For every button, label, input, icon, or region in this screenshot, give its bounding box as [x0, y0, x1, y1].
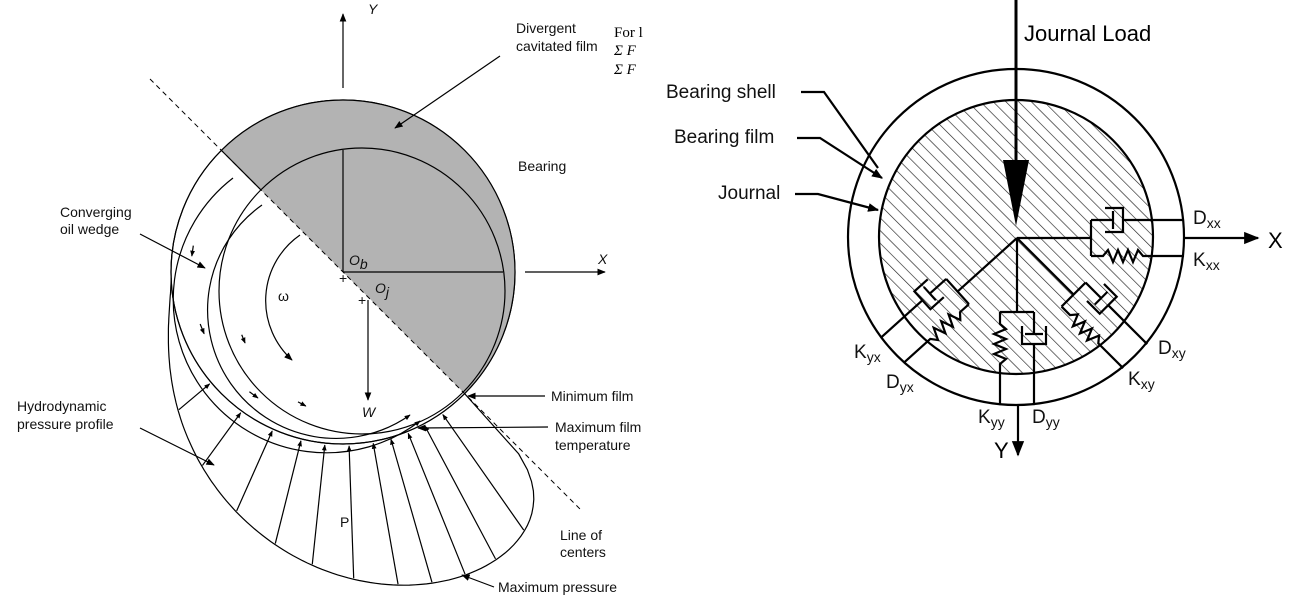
fragment-line-3: Σ F	[613, 62, 637, 78]
xy-spring-damper-damper	[1084, 281, 1148, 345]
journal-hatched	[879, 100, 1153, 374]
converging-pointer	[139, 233, 206, 269]
right-x-label: X	[1268, 228, 1283, 253]
line-centers-label-2: centers	[560, 544, 606, 560]
bearing-shell-label: Bearing shell	[666, 82, 776, 103]
max-temp-label-1: Maximum film	[555, 419, 641, 435]
yx-spring-damper-stem	[956, 237, 1018, 293]
bearing-film-label: Bearing film	[674, 127, 774, 148]
journal-label: Journal	[718, 183, 780, 204]
yx-spring-damper-spring	[903, 303, 970, 364]
flow-arrow	[199, 323, 205, 335]
kyy-label: Kyy	[978, 407, 1005, 430]
max-temp-label-2: temperature	[555, 437, 631, 453]
pressure-arrow	[424, 425, 497, 560]
rotation-arrow	[265, 234, 301, 361]
x-axis-label: X	[597, 251, 608, 267]
flow-direction-arrows	[190, 245, 307, 407]
bearing-film-pointer	[797, 136, 883, 179]
journal-load-label: Journal Load	[1024, 21, 1151, 46]
xy-spring-damper	[1016, 237, 1148, 369]
flow-arrow	[240, 334, 246, 344]
yy-spring-damper-damper	[1020, 312, 1048, 406]
bearing-stiffness-damping-diagram: Journal Load X Y Bearing shell Bearing f…	[666, 0, 1283, 463]
cavitation-boundary	[220, 149, 262, 191]
pressure-arrow	[442, 414, 525, 531]
xy-spring-damper-stem	[1016, 237, 1075, 296]
journal-pointer	[795, 192, 880, 212]
hydrodynamic-bearing-diagram: Y X Divergent cavitated film Bearing Con…	[17, 1, 641, 595]
cropped-text-fragment: For l Σ F Σ F	[613, 25, 643, 78]
pressure-arrow	[201, 412, 242, 466]
dxy-label: Dxy	[1158, 338, 1186, 361]
pressure-arrow	[346, 445, 355, 579]
yx-spring-damper-crossbar	[945, 278, 970, 305]
fragment-line-1: For l	[614, 25, 643, 41]
yx-spring-damper-damper	[880, 278, 947, 339]
xx-spring-damper-damper	[1091, 206, 1185, 234]
right-y-label: Y	[994, 438, 1009, 463]
flow-arrow	[190, 245, 195, 257]
ob-center-mark: +	[339, 270, 347, 286]
xy-spring-damper-crossbar	[1060, 281, 1087, 308]
bearing-shell-pointer	[801, 90, 879, 169]
fragment-line-2: Σ F	[613, 43, 637, 59]
max-temp-pointer	[417, 424, 549, 432]
pressure-arrow	[407, 432, 466, 575]
bearing-label: Bearing	[518, 158, 566, 174]
flow-arrow	[249, 391, 259, 399]
kxy-label: Kxy	[1128, 369, 1155, 392]
xy-spring-damper-spring	[1060, 305, 1124, 369]
max-pressure-pointer	[461, 574, 495, 588]
line-centers-label-1: Line of	[560, 527, 602, 543]
y-axis-label: Y	[368, 1, 379, 17]
divergent-pointer	[394, 55, 501, 129]
max-pressure-label: Maximum pressure	[498, 579, 617, 595]
bearing-circle-outline	[170, 99, 516, 445]
oil-flow-arc-outer	[172, 177, 421, 454]
hydro-label-2: pressure profile	[17, 416, 114, 432]
hydro-pointer	[139, 427, 215, 466]
min-film-label: Minimum film	[551, 388, 633, 404]
converging-label-1: Converging	[60, 204, 132, 220]
journal-circle	[218, 147, 506, 435]
flow-arrow	[297, 401, 307, 407]
xx-spring-damper	[1017, 206, 1185, 265]
oil-flow-arc-inner	[206, 204, 411, 440]
omega-label: ω	[278, 288, 289, 304]
pressure-arrow	[178, 383, 211, 411]
spring-damper-elements	[880, 206, 1185, 406]
pressure-arrow	[311, 444, 327, 565]
divergent-label-1: Divergent	[516, 20, 576, 36]
ob-label: Ob	[349, 252, 368, 272]
divergent-label-2: cavitated film	[516, 38, 598, 54]
yx-spring-damper	[880, 237, 1018, 364]
journal-load-arrowhead	[1003, 160, 1029, 226]
dyx-label: Dyx	[886, 372, 914, 395]
pressure-arrow	[236, 430, 273, 512]
oj-center-mark: +	[358, 292, 366, 308]
oj-label: Oj	[375, 280, 390, 300]
pressure-arrow	[390, 438, 433, 583]
load-label: W	[362, 404, 377, 420]
kyx-label: Kyx	[854, 342, 881, 365]
pressure-profile-curve	[167, 278, 535, 586]
pressure-arrow	[274, 440, 302, 544]
hydro-label-1: Hydrodynamic	[17, 398, 106, 414]
converging-label-2: oil wedge	[60, 221, 119, 237]
xx-spring-damper-spring	[1091, 247, 1185, 265]
yy-spring-damper	[991, 238, 1048, 406]
pressure-arrow	[371, 442, 399, 585]
kxx-label: Kxx	[1193, 250, 1220, 273]
pressure-label: P	[340, 514, 349, 530]
dxx-label: Dxx	[1193, 208, 1221, 231]
dyy-label: Dyy	[1032, 407, 1060, 430]
pressure-profile	[167, 278, 535, 586]
yy-spring-damper-spring	[991, 312, 1009, 406]
